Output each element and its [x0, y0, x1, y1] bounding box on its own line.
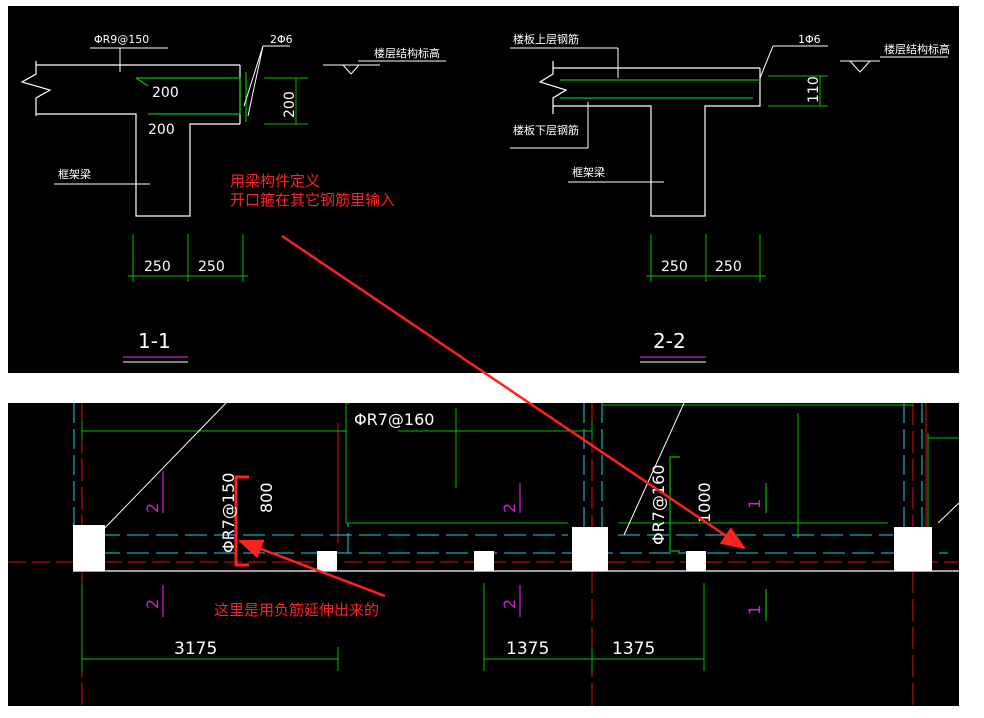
s1-width-a: 250 — [144, 259, 171, 275]
plan-sec-2d: 2 — [500, 599, 519, 609]
column-c — [474, 551, 494, 571]
s1-dim-200-a: 200 — [152, 85, 179, 101]
column-d — [572, 527, 608, 571]
plan-sec-1b: 1 — [745, 605, 764, 615]
plan-rebar-mid: ΦR7@160 — [649, 465, 668, 545]
plan-sec-2a: 2 — [143, 503, 162, 513]
section-drawings-svg: ΦR9@150 2Φ6 楼层结构标高 200 200 200 框架梁 250 2… — [20, 32, 950, 363]
plan-dim-1375b: 1375 — [612, 639, 655, 659]
s1-title: 1-1 — [138, 329, 171, 353]
plan-sec-2c: 2 — [143, 599, 162, 609]
plan-dim-1375a: 1375 — [506, 639, 549, 659]
plan-len-1000: 1000 — [695, 482, 714, 523]
s2-bottom-label: 楼板下层钢筋 — [513, 123, 579, 137]
column-b — [317, 551, 337, 571]
plan-sec-2b: 2 — [500, 503, 519, 513]
note-top-line2: 开口箍在其它钢筋里输入 — [230, 191, 395, 209]
section-2-2: 楼板上层钢筋 1Φ6 楼层结构标高 110 楼板下层钢筋 框架梁 250 250… — [510, 32, 950, 363]
plan-drawing-panel: ΦR7@160 ΦR7@150 800 ΦR7@160 1000 2 2 2 2… — [8, 402, 960, 706]
s1-floor-label: 楼层结构标高 — [374, 46, 440, 60]
column-a — [73, 525, 105, 571]
plan-sec-1a: 1 — [745, 499, 764, 509]
section-drawings-panel: ΦR9@150 2Φ6 楼层结构标高 200 200 200 框架梁 250 2… — [8, 6, 959, 373]
plan-rebar-left: ΦR7@150 — [219, 473, 238, 553]
s2-top-label: 楼板上层钢筋 — [513, 32, 579, 46]
column-e — [686, 551, 706, 571]
s2-floor-label: 楼层结构标高 — [884, 42, 950, 56]
s1-top-rebar: ΦR9@150 — [94, 33, 149, 46]
plan-dim-3175: 3175 — [174, 639, 217, 659]
note-top-line1: 用梁构件定义 — [230, 172, 320, 190]
s2-width-a: 250 — [661, 259, 688, 275]
s1-corner-rebar: 2Φ6 — [270, 33, 293, 46]
plan-top-rebar: ΦR7@160 — [354, 410, 434, 429]
s2-title: 2-2 — [653, 329, 686, 353]
section-1-1: ΦR9@150 2Φ6 楼层结构标高 200 200 200 框架梁 250 2… — [20, 33, 446, 363]
s1-width-b: 250 — [198, 259, 225, 275]
plan-drawing-svg: ΦR7@160 ΦR7@150 800 ΦR7@160 1000 2 2 2 2… — [8, 402, 960, 706]
s2-corner-rebar: 1Φ6 — [798, 33, 821, 46]
s1-dim-200-v: 200 — [282, 91, 298, 118]
plan-note: 这里是用负筋延伸出来的 — [214, 601, 379, 619]
column-f — [894, 527, 932, 571]
s2-width-b: 250 — [715, 259, 742, 275]
s1-dim-200-b: 200 — [148, 122, 175, 138]
plan-len-800: 800 — [257, 482, 276, 513]
s2-dim-110: 110 — [806, 76, 822, 103]
s1-beam-label: 框架梁 — [58, 167, 91, 181]
s2-beam-label: 框架梁 — [572, 165, 605, 179]
